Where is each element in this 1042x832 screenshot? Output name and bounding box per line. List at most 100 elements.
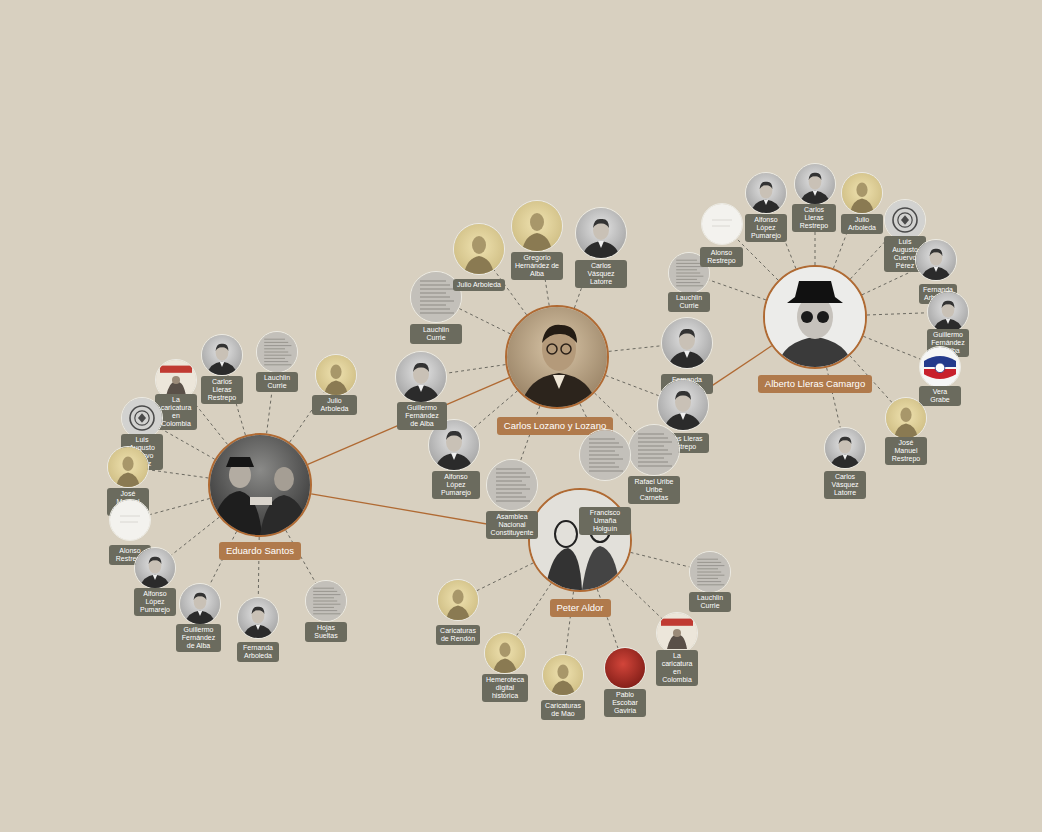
related-node: La caricatura en Colombia (656, 612, 698, 654)
hub-name-label: Alberto Lleras Camargo (758, 375, 872, 392)
portrait-circle (927, 291, 969, 333)
portrait-circle (885, 397, 927, 439)
related-node: Alonso Restrepo (109, 499, 151, 541)
related-node: Guillermo Fernández de Alba (179, 583, 221, 625)
portrait-circle (256, 331, 298, 373)
portrait-circle (701, 203, 743, 245)
hub-person-node: Carlos Lozano y Lozano (505, 305, 609, 409)
relation-link (867, 313, 927, 315)
name-label: Caricaturas de Rendón (436, 625, 480, 645)
relation-link (609, 346, 661, 352)
name-label: Carlos Vásquez Latorre (824, 471, 866, 499)
name-label: Lauchlin Currie (668, 292, 710, 312)
related-node: Carlos Vásquez Latorre (575, 207, 627, 259)
name-label: Caricaturas de Mao (541, 700, 585, 720)
portrait-circle (794, 163, 836, 205)
name-label: Rafael Uribe Uribe Carnetas (628, 476, 680, 504)
portrait-circle (656, 612, 698, 654)
related-node: Pablo Escobar Gaviria (604, 647, 646, 689)
hub-name-label: Peter Aldor (550, 599, 611, 616)
relation-link (160, 428, 215, 459)
relation-link (149, 470, 209, 478)
related-node: Lauchlin Currie (689, 551, 731, 593)
relation-link (459, 309, 510, 334)
related-node: Rafael Uribe Uribe Carnetas (628, 424, 680, 476)
portrait-circle (689, 551, 731, 593)
name-label: Asamblea Nacional Constituyente (486, 511, 538, 539)
name-label: José Manuel Restrepo (885, 437, 927, 465)
portrait-circle (107, 446, 149, 488)
portrait-circle (208, 433, 312, 537)
related-node: Hemeroteca digital histórica (484, 632, 526, 674)
name-label: La caricatura en Colombia (656, 650, 698, 686)
portrait-circle (511, 200, 563, 252)
name-label: Guillermo Fernández de Alba (176, 624, 221, 652)
portrait-circle (134, 547, 176, 589)
portrait-circle (395, 351, 447, 403)
related-node: Carlos Vásquez Latorre (824, 427, 866, 469)
hub-name-label: Eduardo Santos (219, 542, 301, 559)
name-label: Alfonso López Pumarejo (134, 588, 176, 616)
name-label: Julio Arboleda (312, 395, 357, 415)
name-label: Gregorio Hernández de Alba (511, 252, 563, 280)
related-node: Luis Augusto Cuervo Pérez (884, 199, 926, 241)
related-node: Vera Grabe (919, 346, 961, 388)
portrait-circle (453, 223, 505, 275)
portrait-circle (915, 239, 957, 281)
portrait-circle (542, 654, 584, 696)
name-label: Fernanda Arboleda (237, 642, 279, 662)
portrait-circle (661, 317, 713, 369)
related-node: Caricaturas de Rendón (437, 579, 479, 621)
name-label: Lauchlin Currie (689, 592, 731, 612)
name-label: Hemeroteca digital histórica (482, 674, 528, 702)
portrait-circle (763, 265, 867, 369)
related-node: Asamblea Nacional Constituyente (486, 459, 538, 511)
related-node: Hojas Sueltas (305, 580, 347, 622)
related-node: Carlos Lleras Restrepo (657, 379, 709, 431)
related-node: Julio Arboleda (453, 223, 505, 275)
name-label: Carlos Lleras Restrepo (201, 376, 243, 404)
related-node: José Manuel Restrepo (107, 446, 149, 488)
name-label: Alonso Restrepo (700, 247, 743, 267)
related-node: Julio Arboleda (315, 354, 357, 396)
portrait-circle (919, 346, 961, 388)
related-node: Fernanda Arboleda (661, 317, 713, 369)
portrait-circle (628, 424, 680, 476)
related-node: Carlos Lleras Restrepo (794, 163, 836, 205)
related-node: Gregorio Hernández de Alba (511, 200, 563, 252)
name-label: Alfonso López Pumarejo (745, 214, 787, 242)
portrait-circle (841, 172, 883, 214)
portrait-circle (201, 334, 243, 376)
related-node: Carlos Lleras Restrepo (201, 334, 243, 376)
related-node: La caricatura en Colombia (155, 359, 197, 401)
relation-link (862, 269, 917, 295)
portrait-circle (575, 207, 627, 259)
portrait-circle (528, 488, 632, 592)
name-label: Julio Arboleda (841, 214, 883, 234)
portrait-circle (315, 354, 357, 396)
name-label: Lauchlin Currie (410, 324, 462, 344)
portrait-circle (109, 499, 151, 541)
relation-link (447, 365, 506, 374)
name-label: Julio Arboleda (453, 279, 505, 291)
relation-link (618, 576, 662, 619)
relation-link (863, 336, 920, 359)
hub-person-node: Eduardo Santos (208, 433, 312, 537)
name-label: Francisco Umaña Holguín (579, 507, 631, 535)
related-node: Alonso Restrepo (701, 203, 743, 245)
name-label: Guillermo Fernández de Alba (397, 402, 447, 430)
portrait-circle (121, 397, 163, 439)
related-node: Fernanda Arboleda (915, 239, 957, 281)
portrait-circle (745, 172, 787, 214)
relation-link (597, 589, 618, 648)
portrait-circle (579, 429, 631, 481)
portrait-circle (505, 305, 609, 409)
relation-link (737, 239, 778, 280)
related-node: Guillermo Fernández de Alba (395, 351, 447, 403)
name-label: Hojas Sueltas (305, 622, 347, 642)
portrait-circle (305, 580, 347, 622)
hub-link (308, 378, 509, 465)
name-label: Alfonso López Pumarejo (432, 471, 480, 499)
related-node: Luis Augusto Cuervo Pérez (121, 397, 163, 439)
